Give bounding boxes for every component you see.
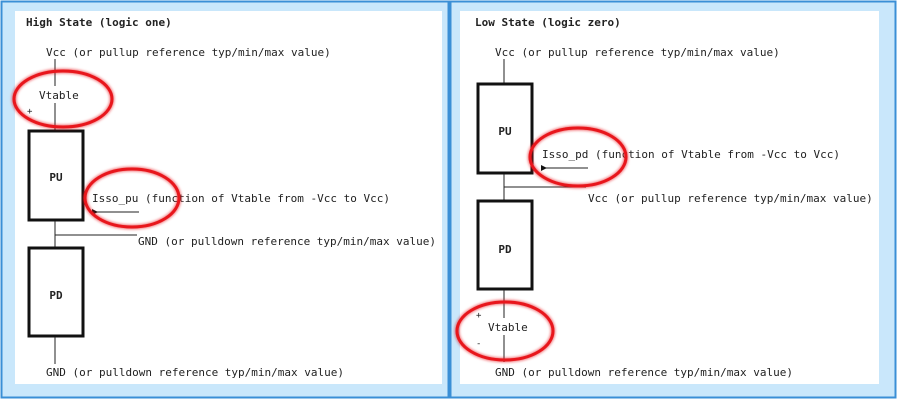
highlight-circle (528, 126, 628, 188)
highlight-circle (12, 69, 114, 129)
pd-label: PD (498, 243, 512, 256)
low-state-panel: Low State (logic zero) Vcc (or pullup re… (449, 0, 897, 399)
pullup-block (476, 82, 534, 175)
top-rail-label: Vcc (or pullup reference typ/min/max val… (495, 46, 780, 59)
pulldown-block (476, 199, 534, 291)
top-rail-label: Vcc (or pullup reference typ/min/max val… (46, 46, 331, 59)
highlight-circle (455, 300, 555, 362)
bottom-rail-label: GND (or pulldown reference typ/min/max v… (495, 366, 793, 379)
panel-title: High State (logic one) (26, 16, 172, 29)
pd-label: PD (49, 289, 63, 302)
pulldown-block (27, 246, 85, 338)
mid-rail-label: GND (or pulldown reference typ/min/max v… (138, 235, 436, 248)
plus-sign: + (476, 311, 482, 321)
bottom-rail-label: GND (or pulldown reference typ/min/max v… (46, 366, 344, 379)
pu-label: PU (49, 171, 63, 184)
vtable-label: Vtable (39, 89, 79, 102)
pullup-block (27, 129, 85, 222)
mid-rail-label: Vcc (or pullup reference typ/min/max val… (588, 192, 873, 205)
panel-title: Low State (logic zero) (475, 16, 621, 29)
plus-sign: + (27, 107, 33, 117)
minus-sign: - (476, 339, 481, 349)
pu-label: PU (498, 125, 512, 138)
current-label: Isso_pu (function of Vtable from -Vcc to… (92, 192, 390, 205)
high-state-panel: High State (logic one) Vcc (or pullup re… (0, 0, 450, 399)
current-label: Isso_pd (function of Vtable from -Vcc to… (542, 148, 840, 161)
vtable-label: Vtable (488, 321, 528, 334)
highlight-circle (83, 167, 181, 229)
